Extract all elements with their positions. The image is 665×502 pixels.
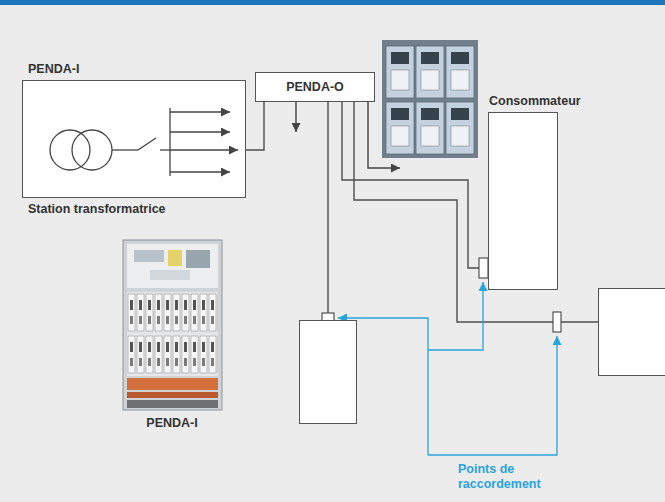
cabinet-photo [123, 240, 222, 410]
feeder-arrow [170, 171, 230, 172]
photo-ground [382, 40, 478, 158]
cabinet-device [150, 270, 190, 280]
meter-unit [416, 46, 444, 98]
winding-circle [72, 130, 112, 170]
fuse-row [127, 292, 218, 376]
meter-unit [416, 102, 444, 154]
copper-bar [127, 378, 218, 390]
connector-line [246, 102, 264, 150]
fuse-field [127, 292, 218, 376]
leader-line [428, 336, 557, 455]
outgoing-arrow [295, 102, 296, 132]
part-label: PENDA-I [146, 416, 197, 431]
connection-point [553, 312, 561, 332]
meter-photo [382, 40, 478, 158]
callout-label: Points de raccordement [458, 462, 558, 492]
leader-line [428, 282, 483, 350]
cabinet-housing [123, 240, 222, 410]
top-bar [0, 0, 665, 5]
feeder-arrow [170, 131, 230, 132]
busbar [169, 108, 170, 176]
wire [160, 149, 170, 150]
connector-line [342, 102, 488, 268]
meter-unit [386, 102, 414, 154]
cabinet-device [134, 250, 164, 262]
meter-unit [446, 102, 474, 154]
copper-bar [127, 392, 218, 398]
station-box: PENDA-IStation transformatrice [22, 80, 246, 198]
connection-point [479, 258, 488, 278]
cabinet-device [168, 250, 182, 266]
box-caption: Consommateur [489, 94, 581, 109]
connector-line [354, 102, 598, 322]
box-caption: Station transformatrice [28, 202, 166, 217]
outgoing-arrow [368, 102, 400, 168]
feeder-arrow [170, 111, 230, 112]
consumer-box: Consommateur [488, 112, 558, 290]
consumer-box [598, 288, 665, 376]
cabinet-device [186, 250, 210, 268]
meter-unit [446, 46, 474, 98]
leader-lines [338, 282, 557, 455]
winding-circle [50, 130, 90, 170]
box-caption: PENDA-I [28, 62, 79, 77]
switch-symbol [138, 138, 156, 150]
station-ground [22, 80, 246, 198]
consumer-box [299, 320, 357, 424]
transformer-symbol [50, 108, 238, 176]
cabinet-base [127, 400, 218, 408]
box-label: PENDA-O [286, 80, 344, 95]
meter-unit [386, 46, 414, 98]
distribution-box: PENDA-O [255, 72, 375, 102]
wire [112, 149, 138, 150]
cabinet-panel [127, 244, 218, 288]
feeder-arrow [170, 149, 238, 150]
connector-line [327, 102, 328, 320]
